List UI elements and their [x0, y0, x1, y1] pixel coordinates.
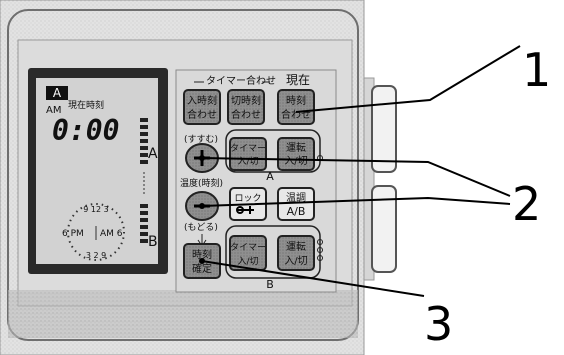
dial-bottom-label: 3 2 9: [86, 251, 106, 260]
level-bars-b: [140, 204, 148, 243]
mode-indicator: [46, 86, 68, 100]
current-header: 現在: [286, 73, 310, 87]
on-time-set-button[interactable]: 入時刻 合わせ: [183, 89, 221, 125]
svg-text:温調: 温調: [286, 191, 306, 204]
svg-text:タイマー: タイマー: [230, 143, 266, 154]
lcd-header: 現在時刻: [68, 99, 104, 111]
off-time-set-button[interactable]: 切時刻 合わせ: [227, 89, 265, 125]
mode-letter: A: [53, 86, 62, 100]
svg-text:合わせ: 合わせ: [231, 108, 261, 121]
timer-set-header: タイマー合わせ: [206, 74, 276, 87]
svg-text:入/切: 入/切: [284, 255, 307, 267]
side-key-upper: [371, 85, 397, 173]
group-a-label: A: [266, 170, 274, 183]
key-icon: [238, 206, 254, 214]
button-panel: タイマー合わせ 現在 入時刻 合わせ 切時刻 合わせ 時刻 合わせ (すすむ) …: [175, 69, 337, 293]
callout-2: 2: [512, 177, 541, 231]
level-bars-a: [140, 118, 148, 164]
svg-text:タイマー: タイマー: [230, 242, 266, 253]
callout-1: 1: [522, 43, 551, 97]
svg-text:合わせ: 合わせ: [187, 108, 217, 121]
svg-text:運転: 運転: [286, 142, 306, 154]
svg-text:入/切: 入/切: [284, 155, 307, 167]
dial-am-label: AM 6: [100, 229, 123, 239]
callout-3-leader: [201, 260, 425, 297]
svg-text:切時刻: 切時刻: [231, 94, 261, 107]
svg-text:A/B: A/B: [287, 205, 306, 218]
callout-2-leader-b: [201, 196, 511, 207]
lcd-label-a: A: [148, 146, 158, 162]
timer-a-button[interactable]: タイマー 入/切: [229, 137, 267, 171]
callout-3: 3: [424, 297, 453, 351]
svg-text:ロック: ロック: [234, 193, 261, 204]
callout-leaders: [201, 45, 521, 297]
group-a-frame: [225, 129, 321, 173]
run-a-button[interactable]: 運転 入/切: [277, 137, 315, 171]
timer-dial: 9 12 3 6 PM AM 6 3 2 9: [62, 203, 125, 261]
ampm-indicator: AM: [46, 105, 61, 116]
callout-2-leader-a: [201, 157, 511, 197]
svg-text:入/切: 入/切: [237, 256, 258, 267]
time-confirm-button[interactable]: 時刻 確定: [183, 243, 221, 279]
timer-b-button[interactable]: タイマー 入/切: [229, 235, 267, 271]
minus-caption: (もどる): [184, 222, 218, 233]
indicator-lamps-b: [317, 239, 323, 261]
temp-ab-button[interactable]: 温調 A/B: [277, 187, 315, 221]
svg-text:時刻: 時刻: [192, 248, 212, 261]
lcd-time: 0:00: [52, 114, 119, 147]
side-key-lower: [371, 185, 397, 273]
svg-text:運転: 運転: [286, 241, 306, 253]
lcd-label-b: B: [148, 234, 158, 250]
temp-time-caption: 温度(時刻): [180, 177, 223, 189]
svg-text:時刻: 時刻: [286, 94, 306, 107]
svg-text:入/切: 入/切: [237, 156, 258, 167]
clock-set-button[interactable]: 時刻 合わせ: [277, 89, 315, 125]
plus-caption: (すすむ): [184, 134, 218, 145]
callout-1-leader: [295, 45, 521, 113]
dial-top-label: 9 12 3: [83, 205, 108, 214]
svg-text:確定: 確定: [192, 262, 212, 275]
svg-text:入時刻: 入時刻: [187, 94, 217, 107]
svg-text:合わせ: 合わせ: [281, 108, 311, 121]
run-b-button[interactable]: 運転 入/切: [277, 235, 315, 271]
group-b-label: B: [266, 278, 274, 291]
lcd-display: A AM 現在時刻 0:00 A B 9 12 3 6 PM AM 6 3 2 …: [28, 68, 168, 274]
dial-pm-label: 6 PM: [62, 229, 84, 239]
